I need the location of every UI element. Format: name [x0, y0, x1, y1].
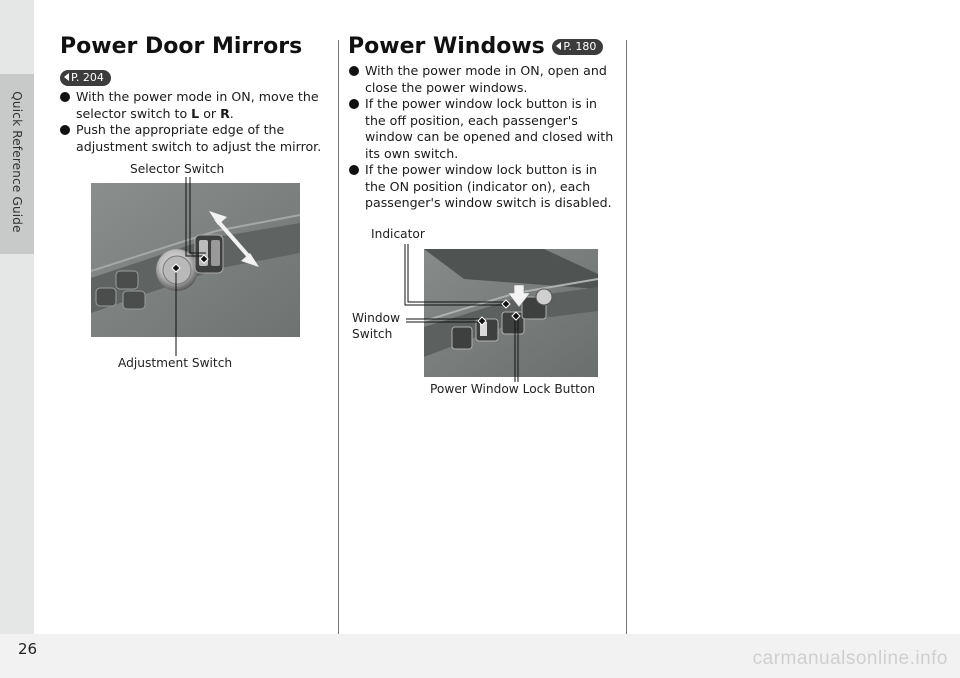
windows-bullet-list: With the power mode in ON, open and clos…: [349, 63, 619, 212]
column-divider-2: [626, 40, 627, 634]
list-item: With the power mode in ON, open and clos…: [349, 63, 619, 96]
bullet-text: With the power mode in ON, move the sele…: [76, 89, 319, 121]
mirrors-bullet-list: With the power mode in ON, move the sele…: [60, 89, 325, 155]
key-l: L: [191, 105, 200, 121]
bullet-icon: [349, 165, 359, 175]
bullet-text: or: [199, 105, 221, 121]
arrow-left-icon: [64, 72, 69, 81]
page-ref-text: P. 180: [563, 40, 597, 53]
bullet-icon: [60, 92, 70, 102]
list-item: With the power mode in ON, move the sele…: [60, 89, 325, 122]
callout-lock-button: Power Window Lock Button: [430, 382, 596, 396]
column-divider-1: [338, 40, 339, 634]
bullet-icon: [60, 125, 70, 135]
arrow-left-icon: [556, 42, 562, 50]
bullet-text: If the power window lock button is in th…: [365, 96, 614, 161]
bullet-text: With the power mode in ON, open and clos…: [365, 63, 607, 95]
bullet-icon: [349, 99, 359, 109]
callout-window-switch-line1: Window: [352, 311, 401, 325]
section-label: Quick Reference Guide: [10, 91, 24, 233]
mirrors-page-ref-link[interactable]: P. 204: [60, 67, 111, 86]
mirrors-heading: Power Door Mirrors: [60, 34, 303, 59]
callout-window-switch-line2: Switch: [352, 327, 393, 341]
windows-heading: Power Windows P. 180: [348, 34, 604, 59]
bullet-text: Push the appropriate edge of the adjustm…: [76, 122, 322, 154]
page-number: 26: [18, 640, 38, 658]
bullet-icon: [349, 66, 359, 76]
mirror-switch-photo: [91, 183, 300, 337]
list-item: If the power window lock button is in th…: [349, 96, 619, 162]
callout-selector-switch: Selector Switch: [130, 162, 225, 176]
page-ref-text: P. 204: [71, 70, 104, 84]
bullet-text: .: [229, 105, 234, 121]
footer-bar: [0, 634, 960, 678]
list-item: If the power window lock button is in th…: [349, 162, 619, 212]
side-tab-accent: [0, 74, 34, 254]
window-switch-photo: [424, 249, 598, 377]
watermark: carmanualsonline.info: [752, 648, 948, 669]
windows-title-text: Power Windows: [348, 34, 545, 59]
list-item: Push the appropriate edge of the adjustm…: [60, 122, 325, 155]
callout-adjustment-switch: Adjustment Switch: [118, 356, 233, 370]
bullet-text: If the power window lock button is in th…: [365, 162, 612, 210]
callout-indicator: Indicator: [371, 227, 425, 241]
windows-page-ref-link[interactable]: P. 180: [552, 39, 604, 55]
key-r: R: [220, 105, 230, 121]
